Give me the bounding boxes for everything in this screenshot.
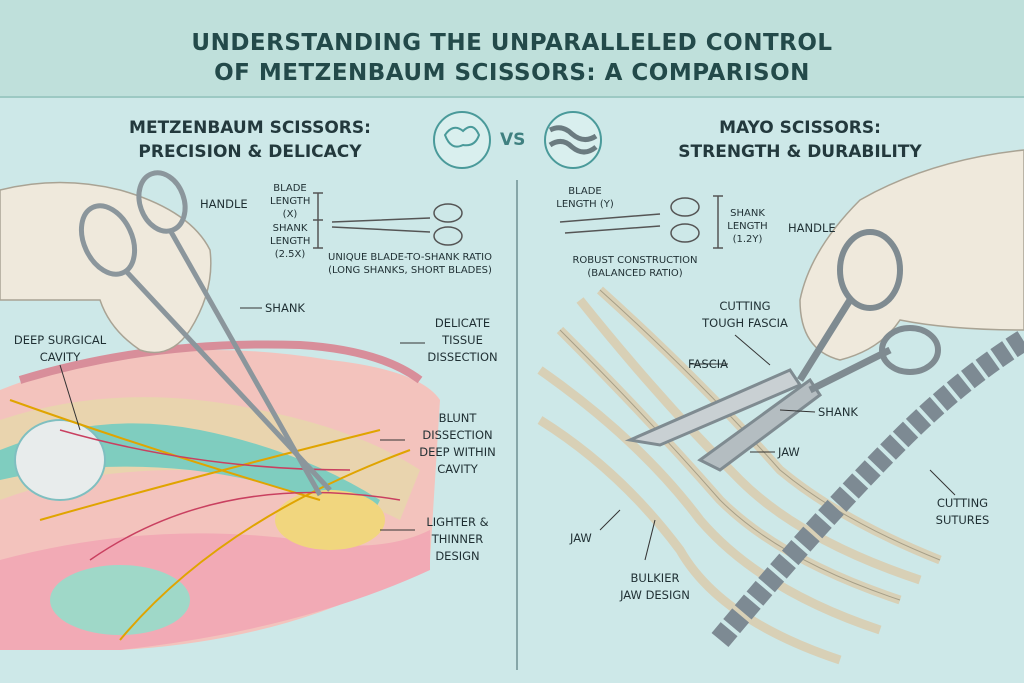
label-fascia: FASCIA — [688, 357, 729, 371]
right-heading-2: STRENGTH & DURABILITY — [678, 142, 922, 162]
header-band — [0, 0, 1024, 98]
right-glove — [799, 149, 1024, 361]
left-heading-2: PRECISION & DELICACY — [138, 142, 362, 162]
vs-label: VS — [500, 130, 526, 150]
label-jaw-right: JAW — [778, 445, 800, 459]
mayo-scissors — [624, 229, 941, 472]
right-heading-1: MAYO SCISSORS: — [719, 118, 881, 138]
left-heading-1: METZENBAUM SCISSORS: — [129, 118, 371, 138]
left-glove — [0, 181, 212, 354]
label-shank-left: SHANK — [265, 301, 305, 315]
title-line-1: UNDERSTANDING THE UNPARALLELED CONTROL — [191, 30, 833, 56]
title-line-2: OF METZENBAUM SCISSORS: A COMPARISON — [214, 60, 810, 86]
metzenbaum-scissors — [78, 170, 332, 497]
tissue-layers — [0, 340, 440, 650]
suture-braid — [711, 330, 1024, 648]
label-handle-left: HANDLE — [200, 197, 248, 211]
tissue-icon — [433, 111, 491, 169]
label-jaw-left: JAW — [570, 531, 592, 545]
label-shank-right: SHANK — [818, 405, 858, 419]
label-robust: ROBUST CONSTRUCTION(BALANCED RATIO) — [572, 255, 698, 279]
label-ratio: UNIQUE BLADE-TO-SHANK RATIO(LONG SHANKS,… — [328, 252, 492, 276]
label-handle-right: HANDLE — [788, 221, 836, 235]
